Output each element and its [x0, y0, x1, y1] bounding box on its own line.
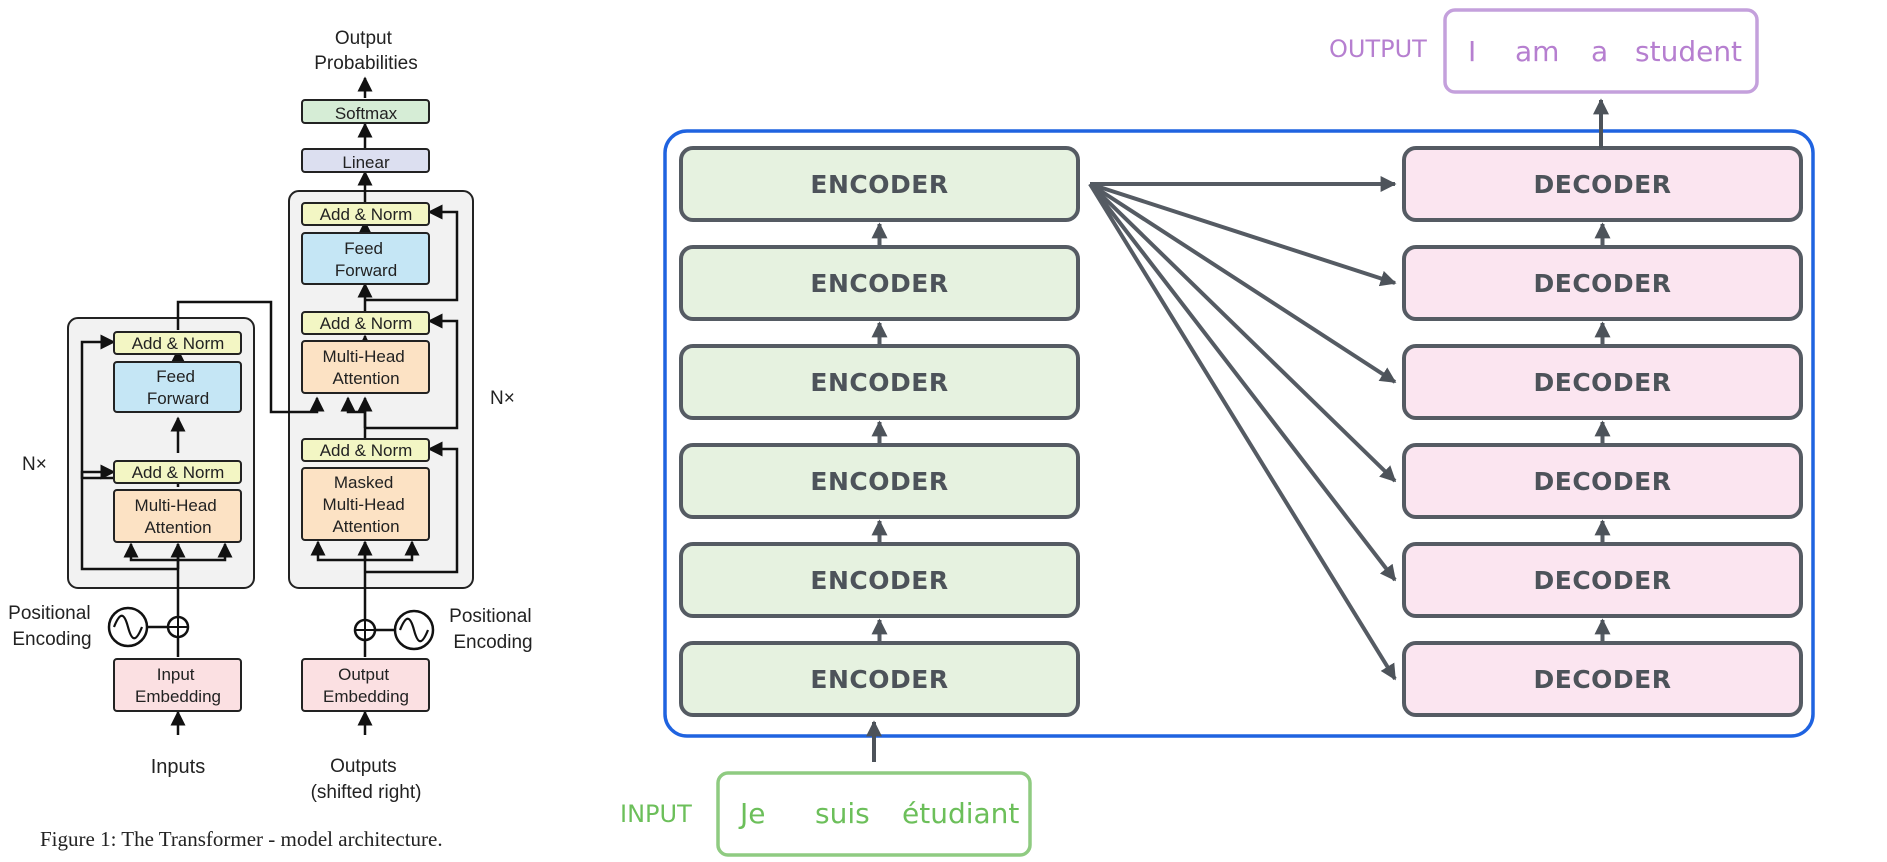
output-embedding-box	[301, 658, 430, 712]
decoder-label-3: DECODER	[1533, 368, 1671, 397]
input-embedding-box	[113, 658, 242, 712]
encoder-attention-label: Multi-Head Attention	[135, 496, 222, 537]
encoder-positional-encoding-label: Positional Encoding	[8, 603, 96, 650]
decoder-add-norm-top-label: Add & Norm	[320, 205, 413, 224]
decoder-feed-forward-box	[301, 232, 430, 285]
encoder-feed-forward-box	[113, 361, 242, 413]
decoder-label-1: DECODER	[1533, 170, 1671, 199]
encoder-decoder-stack-diagram: ENCODER ENCODER ENCODER ENCODER ENCODER ENCOD…	[620, 8, 1815, 857]
encoder-decoder-arrow-5	[1088, 182, 1397, 582]
decoder-feed-forward-label: Feed Forward	[335, 239, 397, 280]
decoder-nx-label: N×	[490, 388, 515, 409]
output-word-4: student	[1635, 35, 1742, 68]
decoder-stack: DECODER DECODER DECODER DECODER DECODER DECOD…	[1402, 146, 1803, 717]
decoder-add-norm-bottom-box	[301, 438, 430, 462]
decoder-label-5: DECODER	[1533, 566, 1671, 595]
linear-label: Linear	[342, 153, 390, 172]
encoder-label-3: ENCODER	[810, 368, 948, 397]
decoder-attention-label: Multi-Head Attention	[323, 347, 410, 388]
decoder-add-norm-top-box	[301, 202, 430, 226]
input-sentence-box	[716, 771, 1032, 857]
decoder-box-6	[1402, 641, 1803, 717]
encoder-stack: ENCODER ENCODER ENCODER ENCODER ENCODER ENCOD…	[679, 146, 1080, 717]
decoder-add-norm-mid-label: Add & Norm	[320, 314, 413, 333]
encoder-to-decoder-arrows	[1088, 176, 1397, 681]
linear-box	[301, 148, 430, 173]
encoder-feed-forward-label: Feed Forward	[147, 367, 209, 408]
encoder-add-norm-bottom-label: Add & Norm	[132, 463, 225, 482]
encoder-box-3	[679, 344, 1080, 420]
masked-attention-box	[301, 467, 430, 541]
figure-caption: Figure 1: The Transformer - model archit…	[40, 827, 443, 851]
input-word-3: étudiant	[902, 797, 1019, 830]
decoder-positional-encoding-label: Positional Encoding	[449, 606, 537, 653]
encoder-label-6: ENCODER	[810, 665, 948, 694]
encoder-decoder-arrow-6	[1088, 182, 1397, 681]
decoder-add-norm-bottom-label: Add & Norm	[320, 441, 413, 460]
encoder-add-norm-bottom-box	[113, 460, 242, 484]
encoder-label-2: ENCODER	[810, 269, 948, 298]
outputs-label: Outputs (shifted right)	[311, 756, 422, 803]
input-tag: INPUT	[620, 800, 692, 828]
softmax-label: Softmax	[335, 104, 398, 123]
input-embedding-label: Input Embedding	[135, 665, 221, 706]
encoder-box-2	[679, 245, 1080, 321]
encoder-add-norm-top-box	[113, 331, 242, 355]
output-embedding-label: Output Embedding	[323, 665, 409, 706]
output-probabilities-label: Output Probabilities	[314, 28, 418, 74]
encoder-add-norm-top-label: Add & Norm	[132, 334, 225, 353]
output-word-1: I	[1468, 35, 1476, 68]
encoder-label-1: ENCODER	[810, 170, 948, 199]
encoder-decoder-arrow-2	[1089, 182, 1397, 287]
encoder-label-4: ENCODER	[810, 467, 948, 496]
input-word-1: Je	[738, 797, 765, 830]
output-word-2: am	[1515, 35, 1559, 68]
decoder-box-3	[1402, 344, 1803, 420]
inputs-label: Inputs	[151, 756, 205, 778]
decoder-attention-box	[301, 340, 430, 394]
decoder-label-6: DECODER	[1533, 665, 1671, 694]
input-word-2: suis	[815, 797, 870, 830]
encoder-attention-box	[113, 489, 242, 543]
decoder-box-5	[1402, 542, 1803, 618]
encoder-decoder-arrow-3	[1088, 182, 1397, 384]
softmax-box	[301, 99, 430, 124]
decoder-box-4	[1402, 443, 1803, 519]
encoder-box-1	[679, 146, 1080, 222]
transformer-architecture-diagram: Output Probabilities Softmax Linear Add …	[8, 28, 537, 851]
encoder-label-5: ENCODER	[810, 566, 948, 595]
encoder-box-4	[679, 443, 1080, 519]
encoder-box-5	[679, 542, 1080, 618]
decoder-label-2: DECODER	[1533, 269, 1671, 298]
masked-attention-label: Masked Multi-Head Attention	[323, 473, 410, 536]
decoder-label-4: DECODER	[1533, 467, 1671, 496]
encoder-box-6	[679, 641, 1080, 717]
stack-frame	[663, 129, 1815, 738]
output-sentence-box	[1443, 8, 1759, 94]
encoder-decoder-arrow-4	[1088, 182, 1397, 483]
decoder-box-2	[1402, 245, 1803, 321]
decoder-add-norm-mid-box	[301, 311, 430, 335]
output-word-3: a	[1591, 35, 1608, 68]
encoder-nx-label: N×	[22, 454, 47, 475]
output-tag: OUTPUT	[1329, 35, 1427, 63]
